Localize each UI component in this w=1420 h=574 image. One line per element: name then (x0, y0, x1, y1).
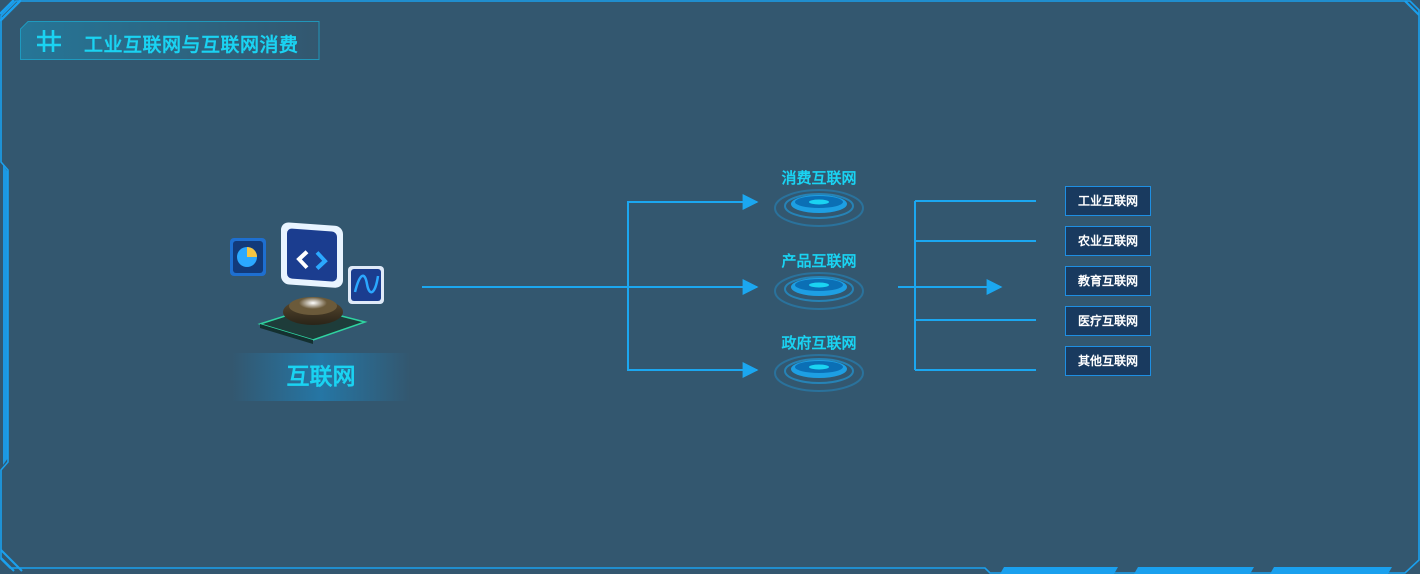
source-node-label: 互联网 (232, 353, 410, 401)
right-node-industrial: 工业互联网 (1065, 186, 1151, 216)
source-label-bg (232, 353, 410, 401)
hash-grid-icon (37, 30, 61, 52)
arrow-to-government (627, 287, 759, 378)
page-title: 工业互联网与互联网消费 (84, 34, 299, 56)
middle-node-consumer-label: 消费互联网 (781, 169, 857, 187)
right-node-agriculture: 农业互联网 (1065, 226, 1151, 256)
section-header: 工业互联网与互联网消费 (20, 21, 320, 60)
internet-devices-icon (230, 222, 384, 344)
right-node-medical: 医疗互联网 (1065, 306, 1151, 336)
disc-icon (774, 189, 864, 227)
right-node-other: 其他互联网 (1065, 346, 1151, 376)
source-label-text: 互联网 (286, 364, 356, 390)
disc-icon (774, 354, 864, 392)
right-node-education: 教育互联网 (1065, 266, 1151, 296)
disc-icon (774, 272, 864, 310)
arrow-to-consumer (627, 194, 759, 287)
middle-node-product-label: 产品互联网 (781, 252, 857, 270)
middle-node-government-label: 政府互联网 (781, 334, 857, 352)
header-bg (20, 21, 320, 60)
